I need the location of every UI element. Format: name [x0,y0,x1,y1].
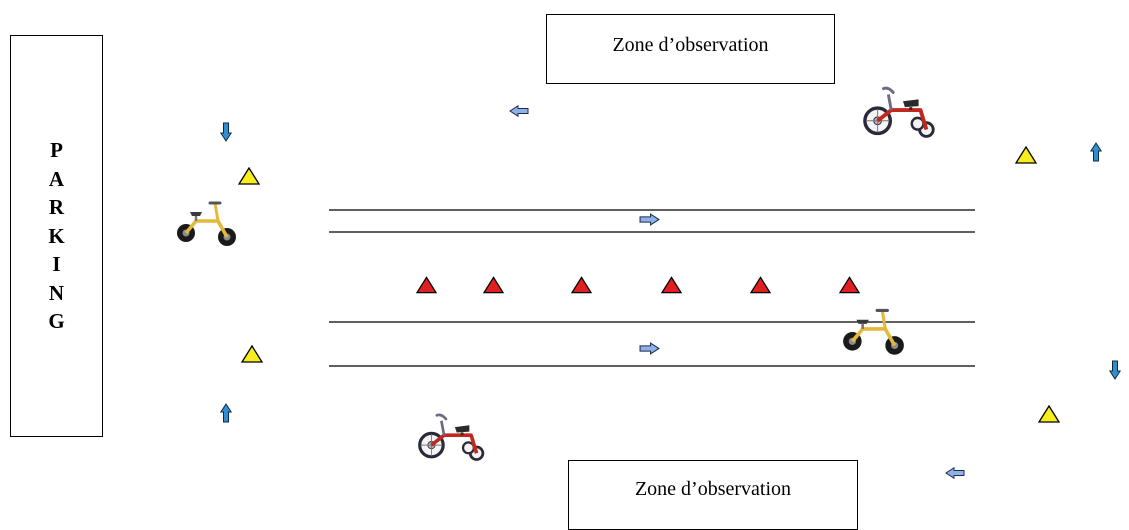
red-cone-icon [416,276,437,294]
tricycle-icon [862,86,936,139]
arrow-down-icon [1109,360,1121,380]
balance-bike-icon [841,308,906,357]
lane-arrow-right-top [639,213,660,226]
parking-label: P A R K I N G [48,138,65,334]
red-cone-icon [750,276,771,294]
observation-zone-top: Zone d’observation [546,14,835,84]
yellow-cone-icon [238,167,260,185]
arrow-up-icon [220,403,232,423]
red-cone-icon [661,276,682,294]
tricycle-icon [420,415,483,460]
arrow-up-icon [1090,142,1102,162]
yellow-cone-icon [241,345,263,363]
red-cone-icon [571,276,592,294]
red-cone-icon [483,276,504,294]
observation-zone-bottom-label: Zone d’observation [634,478,792,500]
arrow-left-icon [509,105,529,117]
balance-bike-icon [175,201,238,248]
lane-arrow-right-bottom [639,342,660,355]
arrow-left-icon [945,467,965,479]
observation-zone-top-label: Zone d’observation [612,33,769,56]
red-cone-icon [839,276,860,294]
yellow-cone-icon [1038,405,1060,423]
parking-box: P A R K I N G [10,35,103,437]
yellow-cone-icon [1015,146,1037,164]
arrow-down-icon [220,122,232,142]
